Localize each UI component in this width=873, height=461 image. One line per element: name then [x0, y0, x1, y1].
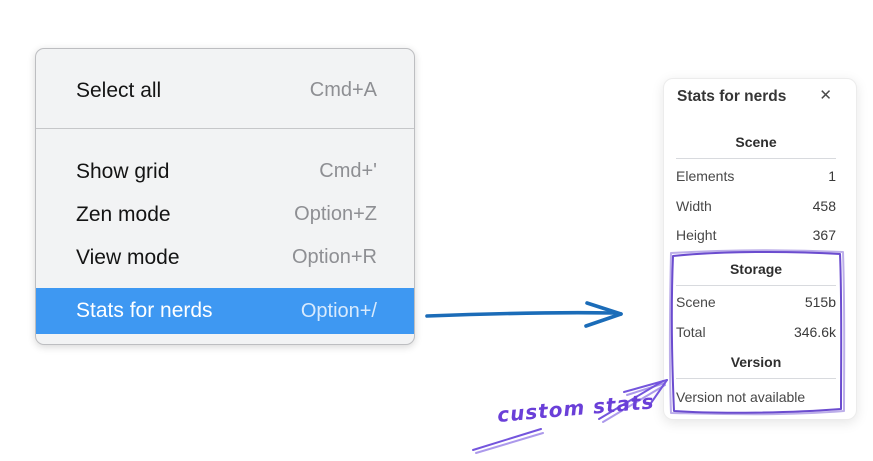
menu-item-label: Show grid: [76, 159, 170, 183]
section-rule: [676, 158, 836, 159]
stat-value: 1: [828, 168, 836, 184]
section-rule: [676, 378, 836, 379]
stat-value: 515b: [804, 294, 836, 310]
section-heading-version: Version: [730, 354, 782, 370]
stat-value: 458: [812, 198, 836, 214]
section-heading-storage: Storage: [729, 261, 783, 277]
stat-label: Scene: [676, 294, 716, 310]
menu-item-shortcut: Option+/: [300, 299, 377, 322]
stat-row-height: Height 367: [676, 224, 836, 246]
section-heading-scene: Scene: [735, 134, 777, 150]
stat-label: Total: [676, 324, 706, 340]
menu-item-label: Stats for nerds: [76, 299, 213, 322]
menu-item-shortcut: Option+Z: [294, 203, 377, 225]
close-icon[interactable]: ✕: [819, 87, 832, 104]
menu-item-label: Zen mode: [76, 202, 171, 226]
menu-item-show-grid[interactable]: Show grid Cmd+': [36, 150, 414, 193]
section-rule: [676, 285, 836, 286]
stat-row-scene-storage: Scene 515b: [676, 291, 836, 313]
stat-row-total-storage: Total 346.6k: [676, 321, 836, 343]
menu-item-label: View mode: [76, 245, 180, 269]
stats-panel-title: Stats for nerds: [677, 88, 787, 105]
stat-value: 367: [812, 227, 836, 243]
menu-divider: [36, 128, 414, 129]
menu-item-stats-for-nerds[interactable]: Stats for nerds Option+/: [36, 288, 414, 334]
menu-item-select-all[interactable]: Select all Cmd+A: [36, 69, 414, 112]
stat-row-width: Width 458: [676, 195, 836, 217]
annotation-label: custom stats: [496, 389, 656, 427]
stat-row-elements: Elements 1: [676, 165, 836, 187]
menu-item-shortcut: Option+R: [291, 246, 377, 268]
stat-label: Width: [676, 198, 712, 214]
menu-item-label: Select all: [76, 78, 162, 102]
stat-label: Elements: [676, 168, 735, 184]
menu-item-view-mode[interactable]: View mode Option+R: [36, 236, 414, 279]
menu-item-zen-mode[interactable]: Zen mode Option+Z: [36, 193, 414, 236]
stats-panel: Stats for nerds ✕ Scene Elements 1 Width…: [663, 78, 857, 420]
menu-item-shortcut: Cmd+': [319, 160, 377, 182]
stat-label: Height: [676, 227, 717, 243]
context-menu: Select all Cmd+A Show grid Cmd+' Zen mod…: [35, 48, 415, 345]
stat-value: 346.6k: [793, 324, 836, 340]
flow-arrow: [425, 301, 623, 328]
version-message: Version not available: [676, 389, 806, 405]
menu-item-shortcut: Cmd+A: [309, 79, 377, 101]
